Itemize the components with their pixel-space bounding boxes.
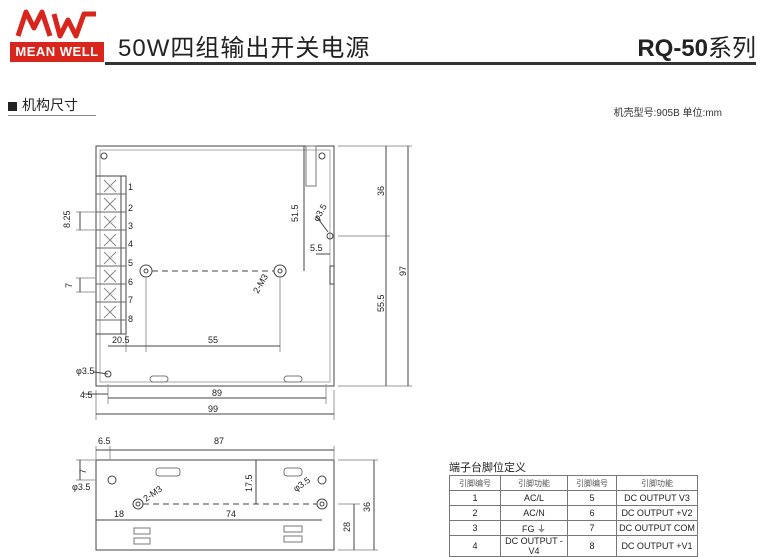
pin-function: DC OUTPUT +V2 xyxy=(616,505,698,521)
dim-lower: 55.5 xyxy=(376,294,386,312)
col-header: 引脚功能 xyxy=(500,475,568,491)
dim-hole-spacing: 55 xyxy=(208,335,218,345)
table-header-row: 引脚编号 引脚功能 引脚编号 引脚功能 xyxy=(449,475,698,491)
pin-number: 4 xyxy=(128,239,133,249)
col-header: 引脚编号 xyxy=(449,475,501,491)
side-dim-left-offset: 18 xyxy=(114,509,124,519)
table-row: 4 DC OUTPUT -V4 8 DC OUTPUT +V1 xyxy=(449,535,698,557)
pin-number: 5 xyxy=(128,258,133,268)
mean-well-logo: MEAN WELL xyxy=(10,6,104,62)
pin-function: DC OUTPUT V3 xyxy=(616,490,698,506)
series-label: RQ-50系列 xyxy=(637,28,756,63)
series-suffix: 系列 xyxy=(708,35,756,62)
casing-note: 机壳型号:905B 单位:mm xyxy=(613,108,722,119)
square-bullet-icon xyxy=(8,101,17,111)
series-model: RQ-50 xyxy=(637,35,708,62)
pin-function: DC OUTPUT +V1 xyxy=(616,535,698,557)
side-dim-hole-dia-right: φ3.5 xyxy=(291,475,312,494)
section-title: 机构尺寸 xyxy=(22,97,78,113)
side-view-outline xyxy=(95,459,335,551)
col-header: 引脚功能 xyxy=(616,475,698,491)
side-dim-inner-height: 28 xyxy=(342,522,352,532)
dim-edge: 5.5 xyxy=(310,243,323,253)
pin-no: 3 xyxy=(449,520,501,536)
dim-hole-dia: φ3.5 xyxy=(311,202,329,223)
dim-height: 97 xyxy=(398,266,408,276)
dim-inner-width: 89 xyxy=(212,388,222,398)
side-dim-outer-height: 36 xyxy=(362,502,372,512)
pin-definition-table: 引脚编号 引脚功能 引脚编号 引脚功能 1 AC/L 5 DC OUTPUT V… xyxy=(449,475,698,557)
dim-left-margin: 4.5 xyxy=(80,390,93,400)
pin-no: 7 xyxy=(567,520,617,536)
mw-logo-mark-icon xyxy=(15,9,96,39)
side-dim-mount-label: 2-M3 xyxy=(141,484,164,504)
corner-hole xyxy=(100,152,108,160)
dim-hole-depth: 51.5 xyxy=(290,204,300,222)
pin-function: DC OUTPUT -V4 xyxy=(500,535,568,557)
mount-screw-left xyxy=(139,264,153,278)
dim-mount-label: 2-M3 xyxy=(251,272,270,295)
dim-hole-dia-2: φ3.5 xyxy=(76,366,94,376)
header-rule xyxy=(105,62,756,65)
side-dim-length: 87 xyxy=(214,436,224,446)
side-dim-hole-top: 7 xyxy=(78,469,88,474)
pin-number: 3 xyxy=(128,221,133,231)
pin-function: FG ⏚ xyxy=(500,520,568,536)
pin-no: 2 xyxy=(449,505,501,521)
dim-left-offset: 20.5 xyxy=(112,335,130,345)
table-row: 1 AC/L 5 DC OUTPUT V3 xyxy=(449,490,698,506)
pin-no: 6 xyxy=(567,505,617,521)
top-view-inner xyxy=(99,149,331,383)
dim-pitch: 8.25 xyxy=(62,210,72,228)
pin-no: 8 xyxy=(567,535,617,557)
corner-hole xyxy=(318,152,326,160)
side-dim-edge: 6.5 xyxy=(98,436,111,446)
logo-text: MEAN WELL xyxy=(10,42,104,62)
mount-screw-right xyxy=(273,264,287,278)
dim-outer-width: 99 xyxy=(208,404,218,414)
pin-number: 8 xyxy=(128,314,133,324)
pin-number: 7 xyxy=(128,295,133,305)
side-dim-hole-dia: φ3.5 xyxy=(72,482,90,492)
pin-no: 1 xyxy=(449,490,501,506)
side-dim-hole-spacing: 74 xyxy=(226,509,236,519)
table-row: 3 FG ⏚ 7 DC OUTPUT COM xyxy=(449,520,698,536)
pin-function: DC OUTPUT COM xyxy=(616,520,698,536)
pin-function: AC/L xyxy=(500,490,568,506)
section-underline xyxy=(8,115,96,116)
col-header: 引脚编号 xyxy=(567,475,617,491)
section-heading: 机构尺寸 xyxy=(8,95,78,115)
pin-number: 1 xyxy=(128,182,133,192)
pin-no: 5 xyxy=(567,490,617,506)
pin-no: 4 xyxy=(449,535,501,557)
side-dim-hole-height: 17.5 xyxy=(244,474,254,492)
terminal-block xyxy=(95,175,127,335)
pin-function: AC/N xyxy=(500,505,568,521)
pin-table-title: 端子台脚位定义 xyxy=(449,462,526,474)
pin-number: 2 xyxy=(128,203,133,213)
dim-top-to-hole: 36 xyxy=(376,186,386,196)
page-title: 50W四组输出开关电源 xyxy=(118,35,371,62)
dim-pin-gap: 7 xyxy=(64,283,74,288)
pin-number: 6 xyxy=(128,277,133,287)
table-row: 2 AC/N 6 DC OUTPUT +V2 xyxy=(449,505,698,521)
